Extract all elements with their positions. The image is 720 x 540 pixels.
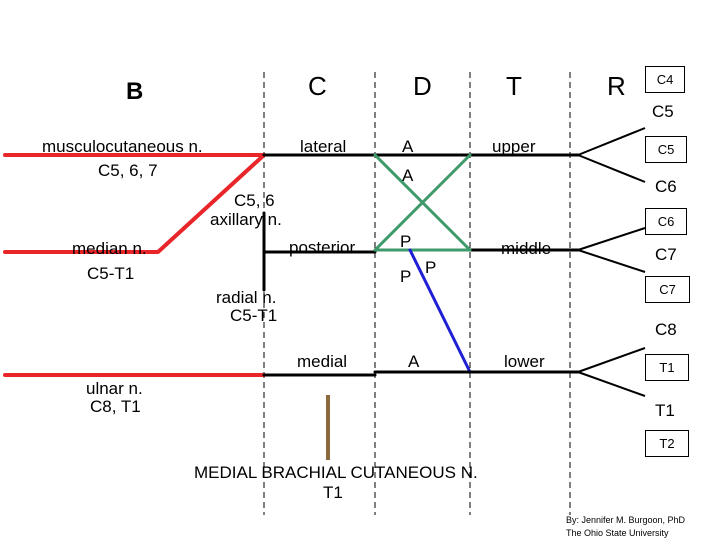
root-t1-label: T1 xyxy=(655,401,675,420)
division-p-low: P xyxy=(400,267,412,286)
cord-lateral: lateral xyxy=(300,137,347,156)
axillary-roots: C5, 6 xyxy=(234,191,275,210)
root-c5-label: C5 xyxy=(652,102,674,121)
middle-anterior-division-line xyxy=(373,153,472,252)
trunk-middle: middle xyxy=(501,239,552,258)
ulnar-roots: C8, T1 xyxy=(90,397,141,416)
header-d: D xyxy=(413,71,432,101)
header-r: R xyxy=(607,71,626,101)
trunk-upper: upper xyxy=(492,137,536,156)
credit-line-2: The Ohio State University xyxy=(566,528,669,538)
root-c6-box: C6 xyxy=(645,208,687,235)
root-c7-to-middle xyxy=(577,249,646,273)
root-c5-box: C5 xyxy=(645,136,687,163)
division-p-right: P xyxy=(425,258,437,277)
median-roots: C5-T1 xyxy=(87,264,135,283)
header-b: B xyxy=(126,78,144,105)
root-t1-box: T1 xyxy=(645,354,689,381)
musculocutaneous-roots: C5, 6, 7 xyxy=(98,161,158,180)
root-t1-to-lower xyxy=(577,371,646,397)
axillary-label: axillary n. xyxy=(210,210,282,229)
lower-posterior-division-line xyxy=(408,248,472,374)
medial-brachial-cutaneous-label: MEDIAL BRACHIAL CUTANEOUS N. xyxy=(194,463,478,482)
root-c4-box: C4 xyxy=(645,66,685,93)
medial-brachial-cutaneous-roots: T1 xyxy=(323,483,343,502)
cord-medial: medial xyxy=(297,352,348,371)
cord-posterior: posterior xyxy=(289,238,356,257)
root-c6-label: C6 xyxy=(655,177,677,196)
division-a-top: A xyxy=(402,137,414,156)
division-p-left: P xyxy=(400,232,412,251)
header-t: T xyxy=(506,71,522,101)
median-label: median n. xyxy=(72,239,147,258)
ulnar-label: ulnar n. xyxy=(86,379,143,398)
root-c8-label: C8 xyxy=(655,320,677,339)
median-nerve-line xyxy=(3,153,266,254)
root-c7-label: C7 xyxy=(655,245,677,264)
header-c: C xyxy=(308,71,327,101)
radial-roots: C5-T1 xyxy=(230,306,278,325)
root-t2-box: T2 xyxy=(645,430,689,457)
credit-line-1: By: Jennifer M. Burgoon, PhD xyxy=(566,515,686,525)
root-c7-box: C7 xyxy=(645,276,690,303)
root-c8-to-lower xyxy=(577,347,646,373)
root-c6-to-upper xyxy=(577,154,646,183)
musculocutaneous-label: musculocutaneous n. xyxy=(42,137,203,156)
trunk-lower: lower xyxy=(504,352,545,371)
root-c6-to-middle xyxy=(577,227,646,251)
division-a-mid: A xyxy=(402,166,414,185)
division-a-low: A xyxy=(408,352,420,371)
radial-label: radial n. xyxy=(216,288,277,307)
root-c5-to-upper xyxy=(577,127,646,156)
